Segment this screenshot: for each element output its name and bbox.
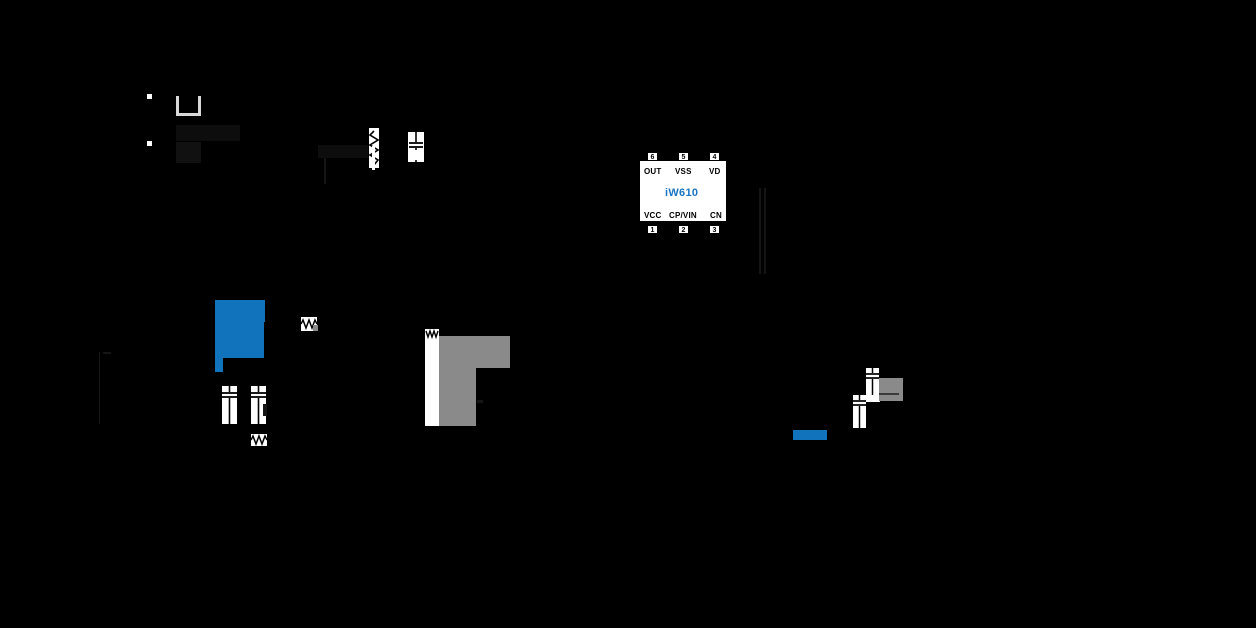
faint-trace-far-left [99, 352, 100, 424]
pin-label-vd: VD [709, 167, 721, 176]
open-box-outline [176, 96, 201, 116]
resistor-1-lead [372, 146, 375, 170]
pin-label-vcc: VCC [644, 211, 662, 220]
resistor-3-body [425, 329, 439, 426]
capacitor-5-icon [853, 395, 866, 428]
blue-region-edge [251, 300, 265, 322]
gray-block-stem [438, 368, 476, 426]
capacitor-4-body [866, 368, 879, 402]
pin-number-3: 3 [709, 225, 720, 234]
resistor-2-tab [313, 325, 318, 331]
resistor-4-body [251, 434, 267, 446]
pin-number-5: 5 [678, 152, 689, 161]
capacitor-2-icon [222, 386, 237, 424]
faint-trace-right-a [759, 188, 761, 274]
right-block-pins [879, 393, 899, 395]
pin-label-cpvin: CP/VIN [669, 211, 697, 220]
blue-region-notch [215, 358, 223, 372]
faint-block-lower [176, 142, 201, 163]
faint-trace-mid-vert [324, 158, 326, 184]
pin-label-vss: VSS [675, 167, 692, 176]
capacitor-3-side-tab [263, 404, 267, 416]
pin-number-2: 2 [678, 225, 689, 234]
pin-label-cn: CN [710, 211, 722, 220]
faint-block-upper [176, 125, 240, 141]
blue-bar-indicator [793, 430, 827, 440]
pin-number-1: 1 [647, 225, 658, 234]
bullet-marker-1 [147, 94, 152, 99]
capacitor-1-lead [414, 150, 417, 160]
gray-block-marker [477, 400, 483, 403]
resistor-3-icon [425, 329, 439, 340]
gray-block-right [879, 378, 903, 401]
faint-trace-right-b [764, 188, 766, 274]
bullet-marker-2 [147, 141, 152, 146]
faint-trace-far-left-top [103, 352, 111, 354]
pin-number-4: 4 [709, 152, 720, 161]
ic-part-number: iW610 [665, 187, 699, 199]
capacitor-4-icon [866, 368, 879, 402]
capacitor-5-body [853, 395, 866, 428]
resistor-4-icon [251, 434, 267, 446]
capacitor-3-body [251, 386, 266, 424]
faint-block-mid [318, 145, 368, 158]
pin-number-6: 6 [647, 152, 658, 161]
right-node-connector [866, 395, 880, 402]
gray-block-top [438, 336, 510, 368]
capacitor-2-body [222, 386, 237, 424]
ic-package-iw610: OUT VSS VD iW610 VCC CP/VIN CN [639, 160, 727, 222]
resistor-2-icon [301, 317, 317, 331]
pin-label-out: OUT [644, 167, 662, 176]
capacitor-3-icon [251, 386, 266, 424]
